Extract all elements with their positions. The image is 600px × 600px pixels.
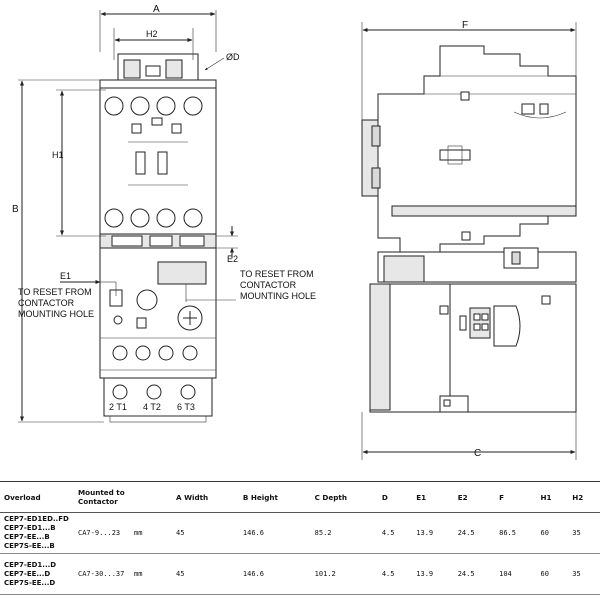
side-dimensions: F C [361,20,577,460]
cell-e2: 24.5 [453,512,496,554]
svg-text:TO RESET FROM: TO RESET FROM [18,287,92,297]
col-overload: Overload [0,481,74,513]
cell-contactor: CA7-9...23 [74,512,130,554]
cell-b: 146.6 [238,553,311,595]
bottom-screw-terminals [104,208,203,228]
side-view [361,45,577,413]
table-row: CEP7-ED1...D CEP7-EE...D CEP7S-EE...D CA… [0,553,600,595]
dim-a-label: A [153,4,160,15]
cell-h1: 60 [536,553,569,595]
col-unit [130,481,172,513]
dim-h1-label: H1 [52,150,64,160]
col-c-depth: C Depth [310,481,378,513]
cell-c: 101.2 [310,553,378,595]
cell-overload: CEP7-ED1...D CEP7-EE...D CEP7S-EE...D [0,553,74,595]
cell-f: 86.5 [495,512,537,554]
terminal-label: 4 T2 [143,402,161,412]
svg-text:CONTACTOR: CONTACTOR [18,298,75,308]
svg-text:CONTACTOR: CONTACTOR [240,280,297,290]
col-d: D [377,481,413,513]
dim-e2-label: E2 [227,254,238,264]
col-h2: H2 [568,481,600,513]
reset-note-left: TO RESET FROM CONTACTOR MOUNTING HOLE [18,287,94,319]
col-e2: E2 [453,481,496,513]
dim-h2-label: H2 [146,29,158,39]
table-header-row: Overload Mounted to Contactor A Width B … [0,481,600,513]
dim-e1-label: E1 [60,271,71,281]
col-h1: H1 [536,481,569,513]
cell-contactor: CA7-30...37 [74,553,130,595]
cell-d: 4.5 [377,512,413,554]
front-dimensions: A H2 ØD B H1 E2 E1 [12,4,240,423]
terminal-label: 6 T3 [177,402,195,412]
cell-a: 45 [172,553,239,595]
dim-f-label: F [462,20,468,31]
top-screw-terminals [104,96,203,116]
col-e1: E1 [412,481,454,513]
svg-text:TO RESET FROM: TO RESET FROM [240,269,314,279]
cell-unit: mm [130,512,172,554]
svg-text:MOUNTING HOLE: MOUNTING HOLE [240,291,316,301]
cell-c: 85.2 [310,512,378,554]
dimension-drawing: 2 T1 4 T2 6 T3 A H2 ØD B H1 E2 E1 [12,4,577,460]
cell-overload: CEP7-ED1ED..FD CEP7-ED1...B CEP7-EE...B … [0,512,74,554]
cell-h1: 60 [536,512,569,554]
cell-b: 146.6 [238,512,311,554]
svg-text:MOUNTING HOLE: MOUNTING HOLE [18,309,94,319]
cell-f: 104 [495,553,537,595]
table-row: CEP7-ED1ED..FD CEP7-ED1...B CEP7-EE...B … [0,512,600,554]
col-mounted-to-contactor: Mounted to Contactor [74,481,130,513]
cell-h2: 35 [568,553,600,595]
cell-h2: 35 [568,512,600,554]
front-view: 2 T1 4 T2 6 T3 [99,53,217,423]
cell-e1: 13.9 [412,512,454,554]
cell-unit: mm [130,553,172,595]
cell-d: 4.5 [377,553,413,595]
dim-d-label: ØD [226,52,240,62]
reset-note-right: TO RESET FROM CONTACTOR MOUNTING HOLE [240,269,316,301]
dimensions-table: Overload Mounted to Contactor A Width B … [0,481,600,595]
col-f: F [495,481,537,513]
terminal-label: 2 T1 [109,402,127,412]
dim-b-label: B [12,204,19,215]
cell-a: 45 [172,512,239,554]
col-b-height: B Height [238,481,311,513]
cell-e2: 24.5 [453,553,496,595]
dim-c-label: C [474,448,481,459]
cell-e1: 13.9 [412,553,454,595]
col-a-width: A Width [172,481,239,513]
